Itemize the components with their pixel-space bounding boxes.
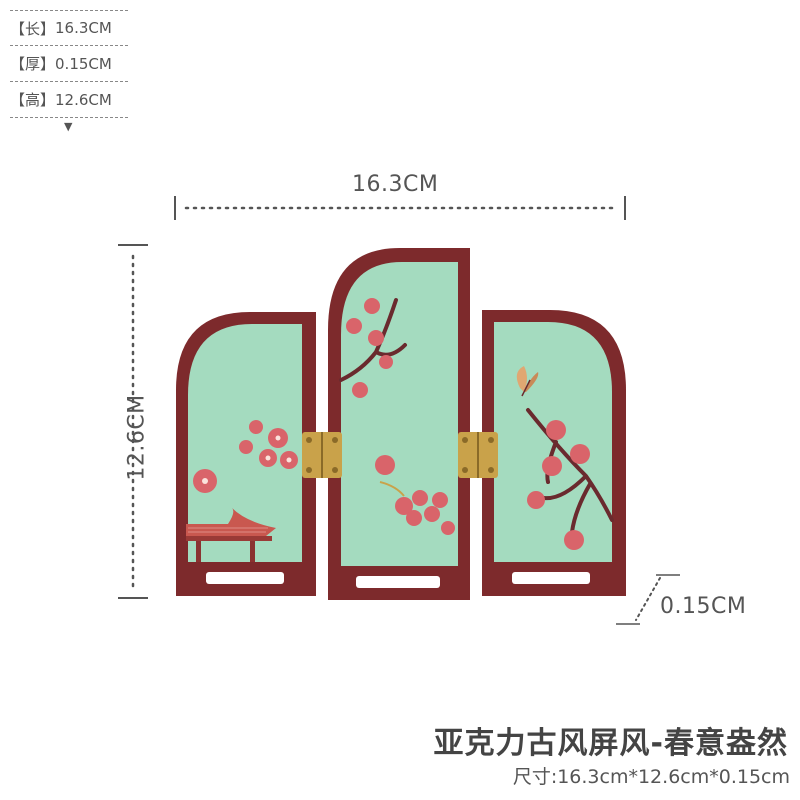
plum-blossom-icon (527, 420, 590, 550)
pavilion-icon (186, 508, 276, 562)
center-panel (328, 248, 470, 600)
spec-value: 0.15CM (55, 54, 112, 73)
height-dimension-line (118, 244, 148, 599)
thickness-dimension-line (616, 574, 680, 625)
hinge-right (458, 432, 498, 478)
right-panel (482, 310, 626, 596)
spec-row-thickness: 【厚】 0.15CM (10, 46, 128, 82)
thickness-label: 0.15CM (660, 594, 747, 619)
height-label: 12.6CM (124, 394, 150, 481)
spec-value: 12.6CM (55, 90, 112, 109)
product-title: 亚克力古风屏风-春意盎然 (433, 726, 788, 761)
plum-blossom-icon (346, 298, 455, 535)
product-size-text: 尺寸:16.3cm*12.6cm*0.15cm (512, 766, 790, 788)
spec-table: 【长】 16.3CM 【厚】 0.15CM 【高】 12.6CM (10, 10, 128, 118)
width-label: 16.3CM (352, 172, 439, 197)
spec-label: 【长】 (10, 19, 56, 38)
spec-value: 16.3CM (55, 19, 112, 37)
spec-label: 【厚】 (10, 55, 56, 73)
spec-row-length: 【长】 16.3CM (10, 10, 128, 46)
spec-label: 【高】 (10, 91, 56, 109)
width-dimension-line (174, 196, 626, 220)
spec-row-height: 【高】 12.6CM (10, 82, 128, 118)
down-triangle-icon: ▼ (64, 120, 73, 133)
hinge-left (302, 432, 342, 478)
butterfly-icon (516, 366, 539, 397)
left-panel (176, 312, 316, 596)
